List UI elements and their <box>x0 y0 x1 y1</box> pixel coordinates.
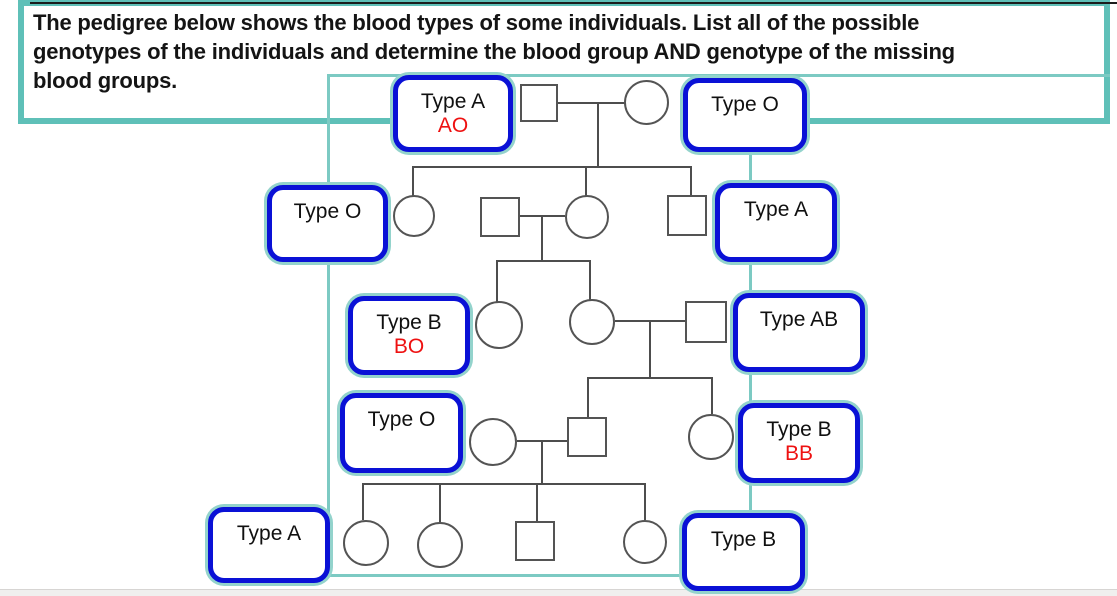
gen5-daughter2-female-circle <box>417 522 463 568</box>
gen5-sibship-line <box>363 483 646 485</box>
label-box-gen4-daughter: Type B BB <box>738 403 860 483</box>
gen4-descent-line <box>541 441 543 484</box>
gen5-son-male-square <box>515 521 555 561</box>
blood-type-text: Type A <box>743 198 809 221</box>
blood-type-text: Type AB <box>759 308 839 331</box>
textbox-bottom-border-right <box>805 118 1110 124</box>
blood-type-text: Type B <box>766 418 832 441</box>
label-box-gen4-spouse: Type O <box>340 393 463 473</box>
blood-type-text: Type O <box>711 93 779 116</box>
gen2-child1-drop-line <box>412 166 414 196</box>
genotype-text: BB <box>784 442 813 465</box>
textbox-bottom-border-left <box>18 118 395 124</box>
blood-type-text: Type A <box>236 522 302 545</box>
label-box-gen3-daughter1: Type B BO <box>348 296 470 375</box>
genotype-text: BO <box>393 335 425 358</box>
gen1-mother-female-circle <box>624 80 669 125</box>
gen1-marriage-line <box>558 102 625 104</box>
gen3-spouse-male-square <box>685 301 727 343</box>
gen2-child3-drop-line <box>690 166 692 195</box>
gen4-sibship-line <box>588 377 712 379</box>
gen2-sibship-line <box>413 166 692 168</box>
gen2-descent-line <box>541 216 543 261</box>
blood-type-text: Type O <box>293 200 362 223</box>
gen3-daughter1-female-circle <box>475 301 523 349</box>
label-box-gen2-daughter1: Type O <box>267 185 388 262</box>
label-box-gen5-daughter1: Type A <box>208 507 330 583</box>
gen3-sibship-line <box>497 260 590 262</box>
gen3-child1-drop-line <box>496 260 498 302</box>
gen4-child2-drop-line <box>711 377 713 414</box>
genotype-text: AO <box>437 114 469 137</box>
gen4-spouse-female-circle <box>469 418 517 466</box>
gen5-child1-drop-line <box>362 483 364 520</box>
label-box-gen5-daughter3: Type B <box>682 513 805 591</box>
gen5-daughter1-female-circle <box>343 520 389 566</box>
label-box-gen2-son: Type A <box>715 183 837 262</box>
gen5-child3-drop-line <box>536 483 538 521</box>
slide-top-border <box>30 2 1117 4</box>
label-box-gen1-mother: Type O <box>683 78 807 152</box>
pedigree-frame-top-extension <box>752 74 1110 77</box>
gen5-child4-drop-line <box>644 483 646 520</box>
bottom-page-edge <box>0 589 1117 596</box>
gen5-daughter3-female-circle <box>623 520 667 564</box>
gen1-descent-line <box>597 103 599 167</box>
label-box-gen1-father: Type A AO <box>393 75 513 152</box>
gen3-child2-drop-line <box>589 260 591 300</box>
gen5-child2-drop-line <box>439 483 441 522</box>
gen1-father-male-square <box>520 84 558 122</box>
blood-type-text: Type B <box>376 311 442 334</box>
label-box-gen3-spouse: Type AB <box>733 293 865 372</box>
blood-type-text: Type B <box>710 528 777 551</box>
gen2-daughter1-female-circle <box>393 195 435 237</box>
blood-type-text: Type O <box>367 408 436 431</box>
gen3-daughter2-female-circle <box>569 299 615 345</box>
instruction-text: The pedigree below shows the blood types… <box>33 10 955 93</box>
gen3-descent-line <box>649 321 651 378</box>
gen4-son-male-square <box>567 417 607 457</box>
gen2-spouse-male-square <box>480 197 520 237</box>
gen2-daughter2-female-circle <box>565 195 609 239</box>
gen2-son-male-square <box>667 195 707 236</box>
blood-type-text: Type A <box>420 90 486 113</box>
gen4-child1-drop-line <box>587 377 589 417</box>
gen4-daughter-female-circle <box>688 414 734 460</box>
gen2-child2-drop-line <box>585 166 587 196</box>
